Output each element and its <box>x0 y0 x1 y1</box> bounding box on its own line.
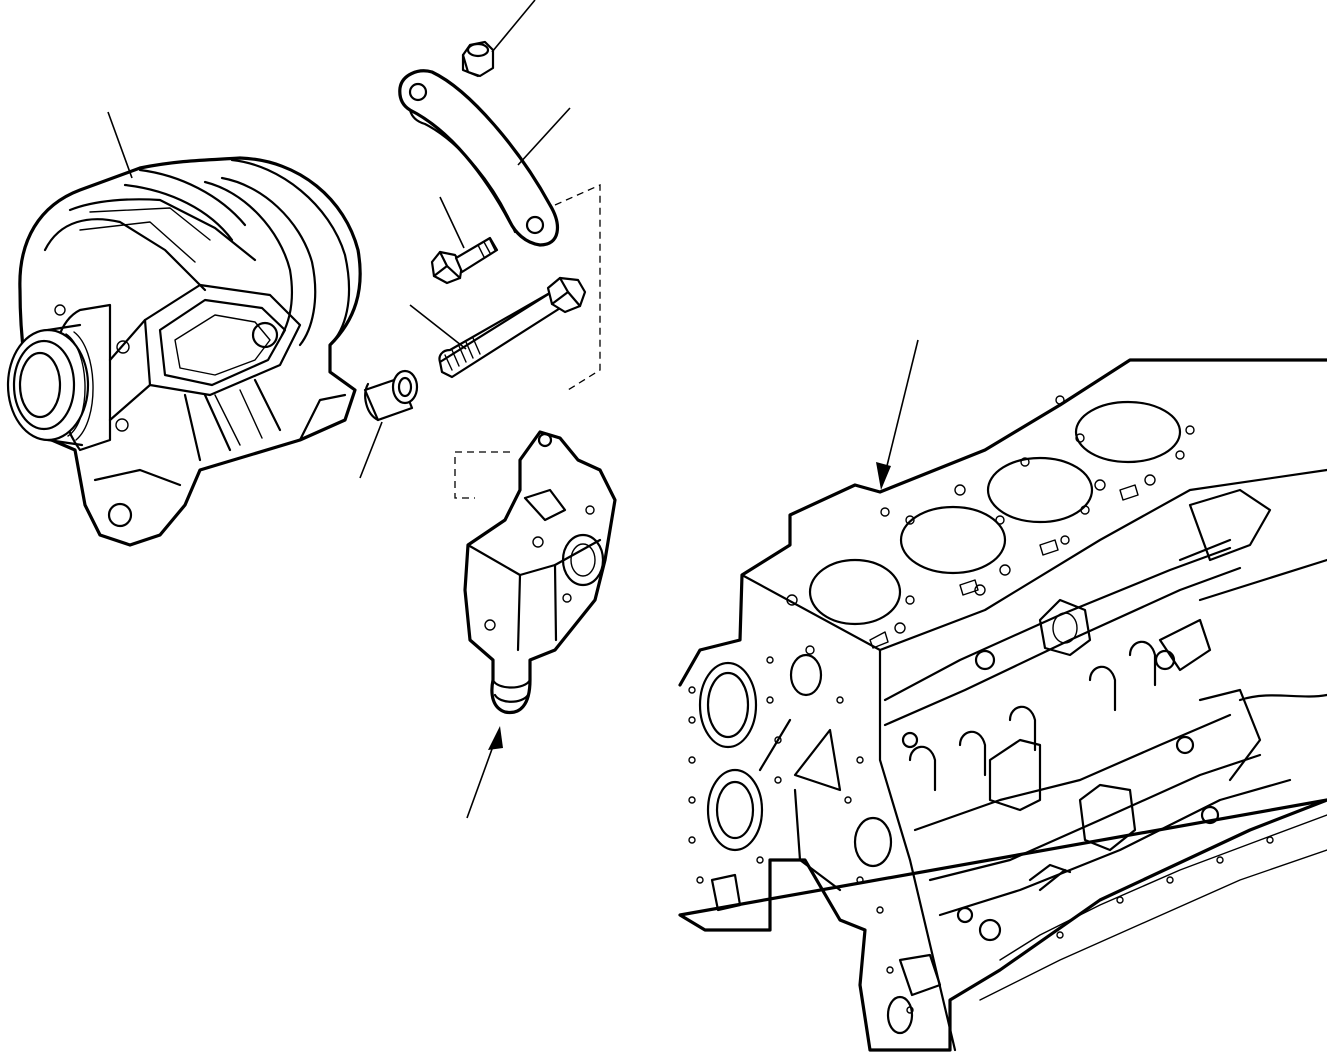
flange-nut <box>461 40 495 78</box>
assembly-guide-lines <box>454 183 601 499</box>
mounting-bolt <box>438 276 587 379</box>
strap-bolt-leader <box>439 196 465 249</box>
alternator-bracket <box>463 430 617 715</box>
strap-bolt <box>430 236 499 285</box>
cylinder-block <box>678 358 1327 1052</box>
spacer-bushing <box>363 369 419 422</box>
block-mount-arrow <box>876 339 919 490</box>
adjusting-strap <box>398 69 559 247</box>
flange-nut-leader <box>491 0 536 53</box>
adjusting-strap-leader <box>517 107 571 166</box>
spacer-bushing-leader <box>359 421 383 479</box>
mounting-bolt-leader <box>409 304 467 350</box>
alternator-leader <box>107 111 133 179</box>
bracket-mount-arrow <box>466 726 503 819</box>
alternator <box>6 156 362 547</box>
